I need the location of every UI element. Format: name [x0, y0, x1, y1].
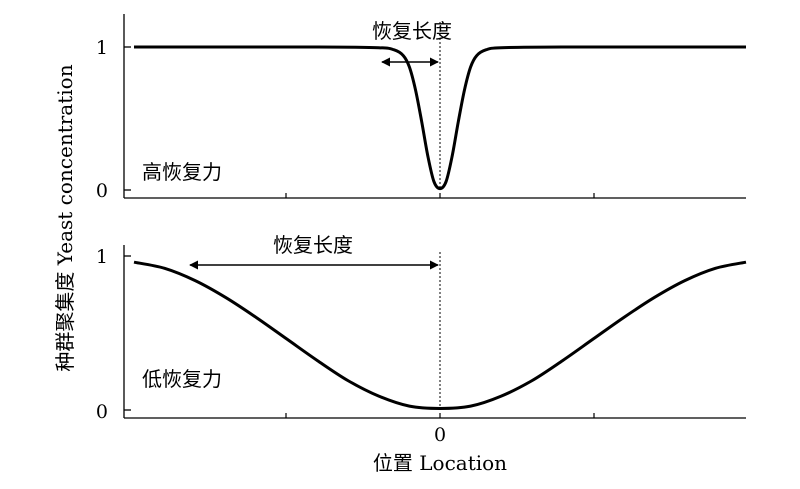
bottom-panel: 1 0 0 恢复长度 低恢复力: [96, 233, 747, 446]
top-y-tick-label-0: 0: [96, 180, 108, 202]
x-axis-title: 位置 Location: [373, 451, 507, 475]
bottom-panel-label: 低恢复力: [142, 367, 222, 391]
bottom-y-tick-label-1: 1: [96, 246, 108, 268]
top-panel: 1 0 恢复长度 高恢复力: [96, 14, 747, 202]
top-recovery-length-label: 恢复长度: [372, 19, 452, 43]
bottom-concentration-curve: [133, 260, 747, 410]
y-axis-title: 种群聚集度 Yeast concentration: [53, 64, 77, 371]
top-y-tick-label-1: 1: [96, 37, 108, 59]
top-concentration-curve: [133, 45, 747, 191]
bottom-x-tick-label-0: 0: [434, 424, 446, 446]
bottom-y-tick-label-0: 0: [96, 401, 108, 423]
bottom-recovery-length-label: 恢复长度: [273, 233, 353, 257]
top-panel-label: 高恢复力: [142, 160, 222, 184]
